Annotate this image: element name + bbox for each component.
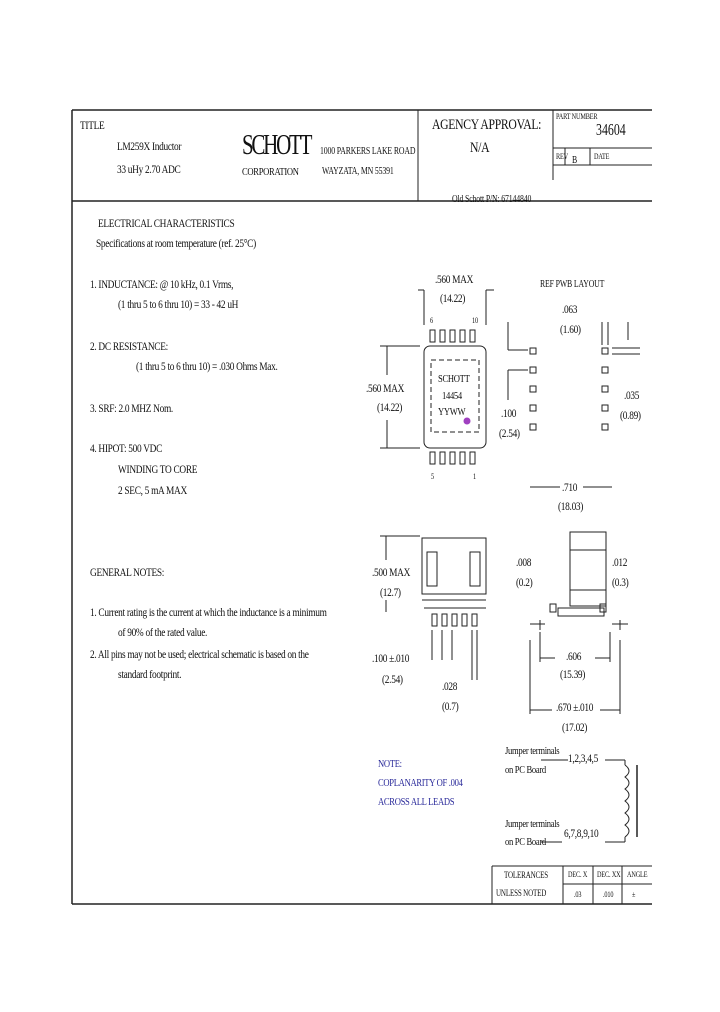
tolerance-label2: UNLESS NOTED [496, 888, 547, 898]
pitch-dim-mm: (2.54) [499, 426, 520, 440]
lead-width-dim: .028 [442, 679, 458, 693]
thickness1-dim: .008 [516, 555, 532, 569]
side-dim-mm: (14.22) [377, 400, 403, 414]
product-line2: 33 uHy 2.70 ADC [117, 162, 181, 176]
tolerance-val2: .010 [603, 890, 614, 899]
company-sub: CORPORATION [242, 166, 299, 178]
note1-line1: 1. Current rating is the current at whic… [90, 605, 327, 619]
side-dim: .560 MAX [366, 381, 405, 395]
marking-line2: 14454 [442, 390, 462, 402]
dcr-line2: (1 thru 5 to 6 thru 10) = .030 Ohms Max. [136, 359, 278, 373]
rev-value: B [572, 155, 578, 166]
inductance-line2: (1 thru 5 to 6 thru 10) = 33 - 42 uH [118, 297, 239, 311]
top-dim: .560 MAX [435, 272, 474, 286]
hipot-line2: WINDING TO CORE [118, 462, 198, 476]
hipot-line1: 4. HIPOT: 500 VDC [90, 441, 163, 455]
height-dim: .500 MAX [372, 565, 411, 579]
electrical-heading: ELECTRICAL CHARACTERISTICS [98, 216, 235, 230]
spec-note: Specifications at room temperature (ref.… [96, 236, 256, 250]
pin1-dot [463, 417, 471, 425]
agency-value: N/A [470, 140, 490, 156]
rev-label: REV [556, 152, 569, 161]
tolerance-col1: DEC. X [568, 870, 588, 879]
pin-6-label: 6 [430, 316, 433, 325]
dcr-line1: 2. DC RESISTANCE: [90, 339, 168, 353]
pins-bottom-label: 6,7,8,9,10 [564, 826, 599, 840]
product-line1: LM259X Inductor [117, 139, 182, 153]
tolerance-col2: DEC. XX [597, 870, 621, 879]
jumper1-line1: Jumper terminals [505, 745, 560, 757]
agency-label: AGENCY APPROVAL: [432, 117, 542, 133]
title-label: TITLE [80, 118, 105, 132]
lead-pitch-dim-mm: (2.54) [382, 672, 403, 686]
tolerance-val1: .03 [574, 890, 582, 899]
outer-dim-mm: (17.02) [562, 720, 588, 734]
pad-height-mm: (0.89) [620, 408, 641, 422]
thickness2-dim: .012 [612, 555, 628, 569]
note2-line1: 2. All pins may not be used; electrical … [90, 647, 309, 661]
thickness2-dim-mm: (0.3) [612, 575, 629, 589]
date-label: DATE [594, 152, 610, 161]
pins-top-label: 1,2,3,4,5 [568, 751, 598, 765]
pad-width-mm: (1.60) [560, 322, 581, 336]
span-dim-mm: (18.03) [558, 499, 584, 513]
pin-10-label: 10 [472, 316, 478, 325]
pitch-dim: .100 [501, 406, 517, 420]
pad-width: .063 [562, 302, 578, 316]
address-line1: 1000 PARKERS LAKE ROAD [320, 146, 416, 157]
tolerance-col3: ANGLE [627, 870, 648, 879]
outer-dim: .670 ±.010 [556, 700, 594, 714]
top-dim-mm: (14.22) [440, 291, 466, 305]
inner-dim: .606 [566, 649, 582, 663]
srf-line: 3. SRF: 2.0 MHZ Nom. [90, 401, 173, 415]
jumper2-line1: Jumper terminals [505, 818, 560, 830]
pad-height: .035 [624, 388, 640, 402]
address-line2: WAYZATA, MN 55391 [322, 166, 394, 177]
part-number: 34604 [596, 120, 626, 139]
notes-heading: GENERAL NOTES: [90, 565, 165, 579]
note-line2: ACROSS ALL LEADS [378, 796, 455, 808]
note1-line2: of 90% of the rated value. [118, 625, 208, 639]
marking-line3: YYWW [438, 406, 466, 418]
lead-pitch-dim: .100 ±.010 [372, 651, 410, 665]
marking-line1: SCHOTT [438, 373, 470, 385]
span-dim: .710 [562, 480, 578, 494]
jumper2-line2: on PC Board [505, 836, 546, 848]
part-number-label: PART NUMBER [556, 112, 598, 121]
inductance-line1: 1. INDUCTANCE: @ 10 kHz, 0.1 Vrms, [90, 277, 234, 291]
tolerance-val3: ± [632, 890, 636, 899]
note2-line2: standard footprint. [118, 667, 182, 681]
pin-1-label: 1 [473, 472, 476, 481]
thickness1-dim-mm: (0.2) [516, 575, 533, 589]
pwb-label: REF PWB LAYOUT [540, 279, 605, 290]
height-dim-mm: (12.7) [380, 585, 401, 599]
pin-5-label: 5 [431, 472, 434, 481]
hipot-line3: 2 SEC, 5 mA MAX [118, 483, 187, 497]
jumper1-line2: on PC Board [505, 764, 546, 776]
note-line1: COPLANARITY OF .004 [378, 777, 463, 789]
lead-width-dim-mm: (0.7) [442, 699, 459, 713]
inner-dim-mm: (15.39) [560, 667, 586, 681]
old-part-number: Old Schott P/N: 67144840 [452, 194, 532, 205]
tolerance-label1: TOLERANCES [504, 870, 548, 880]
company-logo: SCHOTT [242, 130, 312, 161]
note-title: NOTE: [378, 758, 402, 770]
